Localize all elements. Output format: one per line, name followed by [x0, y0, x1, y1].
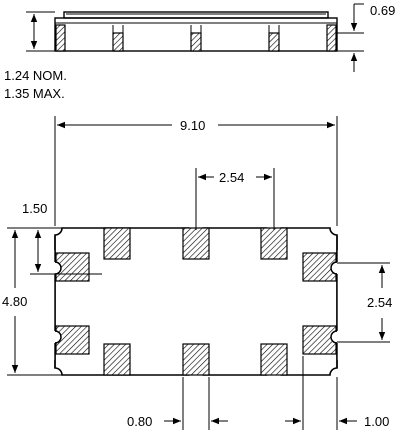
pad-top-3: [260, 227, 288, 260]
pad-width-dimension: 0.80: [127, 377, 228, 430]
pitch-side-label: 2.54: [367, 295, 392, 310]
corner-offset-dimension: 1.50: [22, 201, 102, 275]
end-offset-dimension: 1.00: [285, 356, 389, 430]
pad-bottom-1: [103, 343, 131, 376]
side-pad-1: [112, 32, 124, 52]
height-dimension: 1.24 NOM. 1.35 MAX.: [4, 11, 67, 101]
pitch-top-label: 2.54: [219, 170, 244, 185]
side-view: 1.24 NOM. 1.35 MAX. 0.69: [4, 3, 395, 101]
pitch-side-dimension: 2.54: [337, 262, 392, 343]
side-pad-left: [55, 24, 66, 52]
pad-right-2: [302, 325, 337, 355]
pad-height-dimension: 0.69: [337, 3, 395, 72]
length-dimension: 9.10: [54, 116, 338, 226]
corner-offset-label: 1.50: [22, 201, 47, 216]
side-pad-right: [326, 24, 337, 52]
pitch-top-dimension: 2.54: [195, 168, 275, 230]
end-offset-label: 1.00: [364, 414, 389, 429]
pad-width-label: 0.80: [127, 414, 152, 429]
pad-left-2: [55, 325, 90, 355]
width-dimension: 4.80: [2, 227, 62, 376]
pad-bottom-3: [260, 343, 288, 376]
side-pad-2: [190, 32, 202, 52]
width-label: 4.80: [2, 294, 27, 309]
top-view: 9.10 2.54 1.50 4.80: [2, 116, 392, 430]
pad-top-1: [103, 227, 131, 260]
side-lid: [63, 11, 329, 19]
side-pad-3: [268, 32, 280, 52]
pad-bottom-2: [182, 343, 210, 376]
height-nom-label: 1.24 NOM.: [4, 68, 67, 83]
height-max-label: 1.35 MAX.: [4, 86, 65, 101]
length-label: 9.10: [180, 118, 205, 133]
pad-top-2: [182, 227, 210, 260]
pad-height-label: 0.69: [370, 3, 395, 18]
